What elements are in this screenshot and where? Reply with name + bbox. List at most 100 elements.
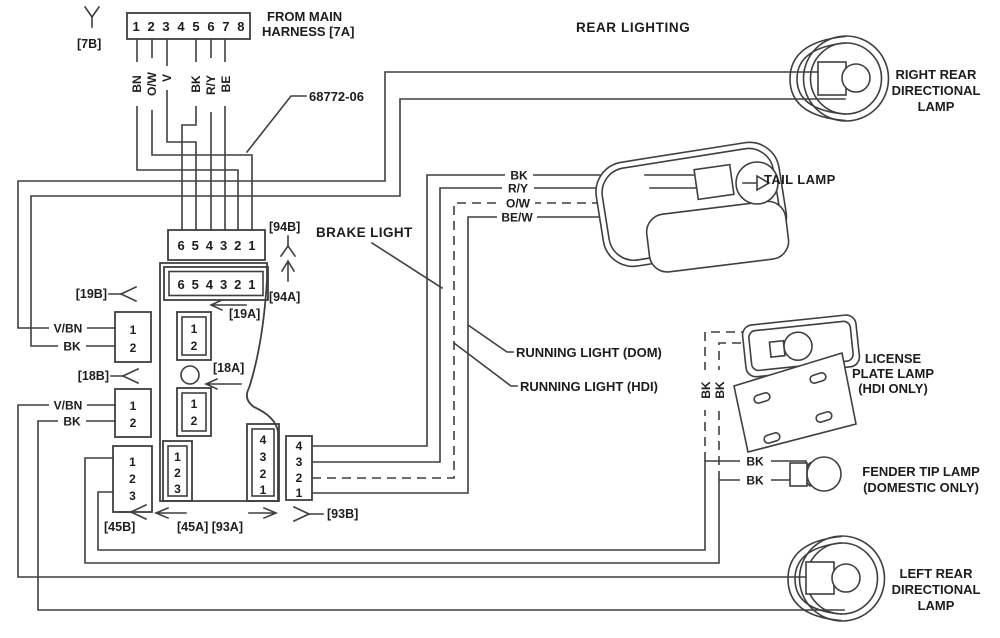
wire-label-license-bk2: BK bbox=[713, 381, 727, 399]
connector-19a-inner bbox=[181, 316, 207, 356]
tail-lamp-label: TAIL LAMP bbox=[764, 172, 836, 187]
leader-part-number bbox=[245, 95, 307, 154]
svg-text:3: 3 bbox=[260, 450, 267, 464]
wire-45b-pin3-to-fender bbox=[97, 460, 807, 551]
wire-label-tail-ow: O/W bbox=[506, 197, 531, 211]
connector-18a-inner bbox=[181, 392, 207, 432]
connector-18b bbox=[114, 388, 152, 438]
license-bulb bbox=[783, 331, 813, 362]
fender-lamp-label-1: FENDER TIP LAMP bbox=[862, 464, 980, 479]
arrow-left-45a bbox=[153, 506, 187, 520]
connector-18a-outer bbox=[176, 387, 212, 437]
leader-running-dom bbox=[466, 323, 514, 353]
wire-bk-19b-to-right-lamp bbox=[30, 98, 846, 347]
label-45b: [45B] bbox=[104, 520, 135, 534]
svg-text:1: 1 bbox=[191, 322, 198, 336]
wire-bk-18b-to-left-lamp bbox=[37, 420, 845, 611]
svg-text:1: 1 bbox=[130, 323, 137, 337]
wire-label-ow: O/W bbox=[145, 71, 159, 96]
fork-symbol-94b bbox=[279, 235, 297, 258]
connector-94b-pins: 6 5 4 3 2 1 bbox=[178, 238, 256, 253]
label-94a: [94A] bbox=[269, 290, 300, 304]
svg-text:2: 2 bbox=[191, 414, 198, 428]
mounting-hole bbox=[180, 365, 200, 385]
arrow-left-19a bbox=[209, 298, 247, 312]
annotation-running-dom: RUNNING LIGHT (DOM) bbox=[516, 345, 662, 360]
license-bulb-neck bbox=[768, 339, 786, 358]
text-annotations: REAR LIGHTING FROM MAIN HARNESS [7A] [7B… bbox=[76, 9, 981, 613]
svg-text:2: 2 bbox=[130, 341, 137, 355]
wire-label-fender-bk2: BK bbox=[746, 474, 764, 488]
wires bbox=[17, 38, 846, 611]
svg-text:4: 4 bbox=[296, 439, 303, 453]
wire-93b-ry-to-tail bbox=[311, 187, 701, 463]
svg-text:4: 4 bbox=[260, 433, 267, 447]
connector-symbols bbox=[83, 5, 324, 523]
wire-label-ry: R/Y bbox=[204, 75, 218, 95]
arrow-left-18a bbox=[204, 377, 242, 391]
license-lamp-label-1: LICENSE bbox=[865, 351, 922, 366]
arrow-right-93a bbox=[248, 506, 279, 520]
svg-text:1: 1 bbox=[191, 397, 198, 411]
wire-label-bk: BK bbox=[189, 75, 203, 93]
left-lamp-label-3: LAMP bbox=[918, 598, 955, 613]
svg-text:1: 1 bbox=[174, 450, 181, 464]
wire-label-vbn-19b: V/BN bbox=[54, 322, 83, 336]
fork-symbol-45b bbox=[118, 503, 148, 521]
svg-text:3: 3 bbox=[296, 455, 303, 469]
wire-93b-ow-to-tail bbox=[312, 202, 645, 479]
license-lamp-label-2: PLATE LAMP bbox=[852, 366, 934, 381]
fork-symbol-93b bbox=[292, 505, 324, 523]
wire-label-bk-19b: BK bbox=[63, 340, 81, 354]
fender-bulb bbox=[806, 456, 842, 492]
connector-45a-inner bbox=[167, 445, 188, 497]
svg-text:1: 1 bbox=[296, 486, 303, 500]
wire-label-v: V bbox=[160, 74, 174, 82]
right-lamp-label-1: RIGHT REAR bbox=[896, 67, 978, 82]
svg-text:1: 1 bbox=[129, 455, 136, 469]
fender-tip-lamp-drawing bbox=[789, 456, 842, 492]
annotation-running-hdi: RUNNING LIGHT (HDI) bbox=[520, 379, 658, 394]
wire-vbn-19b-to-right-lamp bbox=[17, 71, 825, 329]
wire-label-tail-bew: BE/W bbox=[501, 211, 533, 225]
fender-bulb-socket bbox=[789, 462, 808, 487]
svg-text:3: 3 bbox=[174, 482, 181, 496]
svg-text:2: 2 bbox=[260, 467, 267, 481]
arrow-up-94a bbox=[280, 259, 296, 282]
fork-symbol-19b bbox=[108, 285, 138, 303]
right-lamp-label-2: DIRECTIONAL bbox=[892, 83, 981, 98]
connector-94a-pins: 6 5 4 3 2 1 bbox=[178, 277, 256, 292]
wire-vbn-18b-to-left-lamp bbox=[17, 404, 815, 578]
connector-94a-inner bbox=[168, 270, 264, 297]
svg-text:2: 2 bbox=[174, 466, 181, 480]
svg-text:2: 2 bbox=[130, 416, 137, 430]
svg-text:2: 2 bbox=[191, 339, 198, 353]
wire-93b-bk-to-tail bbox=[311, 174, 697, 447]
svg-text:1: 1 bbox=[260, 483, 267, 497]
connector-7b-pins: 1 2 3 4 5 6 7 8 bbox=[133, 19, 245, 34]
svg-text:2: 2 bbox=[129, 472, 136, 486]
license-plate-lamp-drawing bbox=[733, 314, 861, 453]
connector-94b bbox=[167, 229, 266, 261]
label-45a-93a: [45A] [93A] bbox=[177, 520, 243, 534]
wire-label-bk-18b: BK bbox=[63, 415, 81, 429]
wire-label-tail-ry: R/Y bbox=[508, 182, 528, 196]
connector-19a-outer bbox=[176, 311, 212, 361]
svg-text:3: 3 bbox=[129, 489, 136, 503]
wire-label-license-bk1: BK bbox=[699, 381, 713, 399]
fork-symbol-18b bbox=[110, 367, 140, 385]
wire-label-tail-bk: BK bbox=[510, 169, 528, 183]
connector-93a-outer bbox=[246, 423, 280, 502]
right-lamp-bulb bbox=[841, 63, 871, 93]
left-lamp-socket bbox=[805, 561, 835, 595]
right-rear-lamp-drawing bbox=[789, 35, 890, 122]
left-lamp-bulb bbox=[831, 563, 861, 593]
svg-text:1: 1 bbox=[130, 399, 137, 413]
wire-label-be: BE bbox=[219, 76, 233, 93]
connector-19b bbox=[114, 311, 152, 363]
from-main-line1: FROM MAIN bbox=[267, 9, 342, 24]
left-lamp-label-1: LEFT REAR bbox=[900, 566, 974, 581]
license-lamp-label-3: (HDI ONLY) bbox=[858, 381, 928, 396]
from-main-line2: HARNESS [7A] bbox=[262, 24, 354, 39]
